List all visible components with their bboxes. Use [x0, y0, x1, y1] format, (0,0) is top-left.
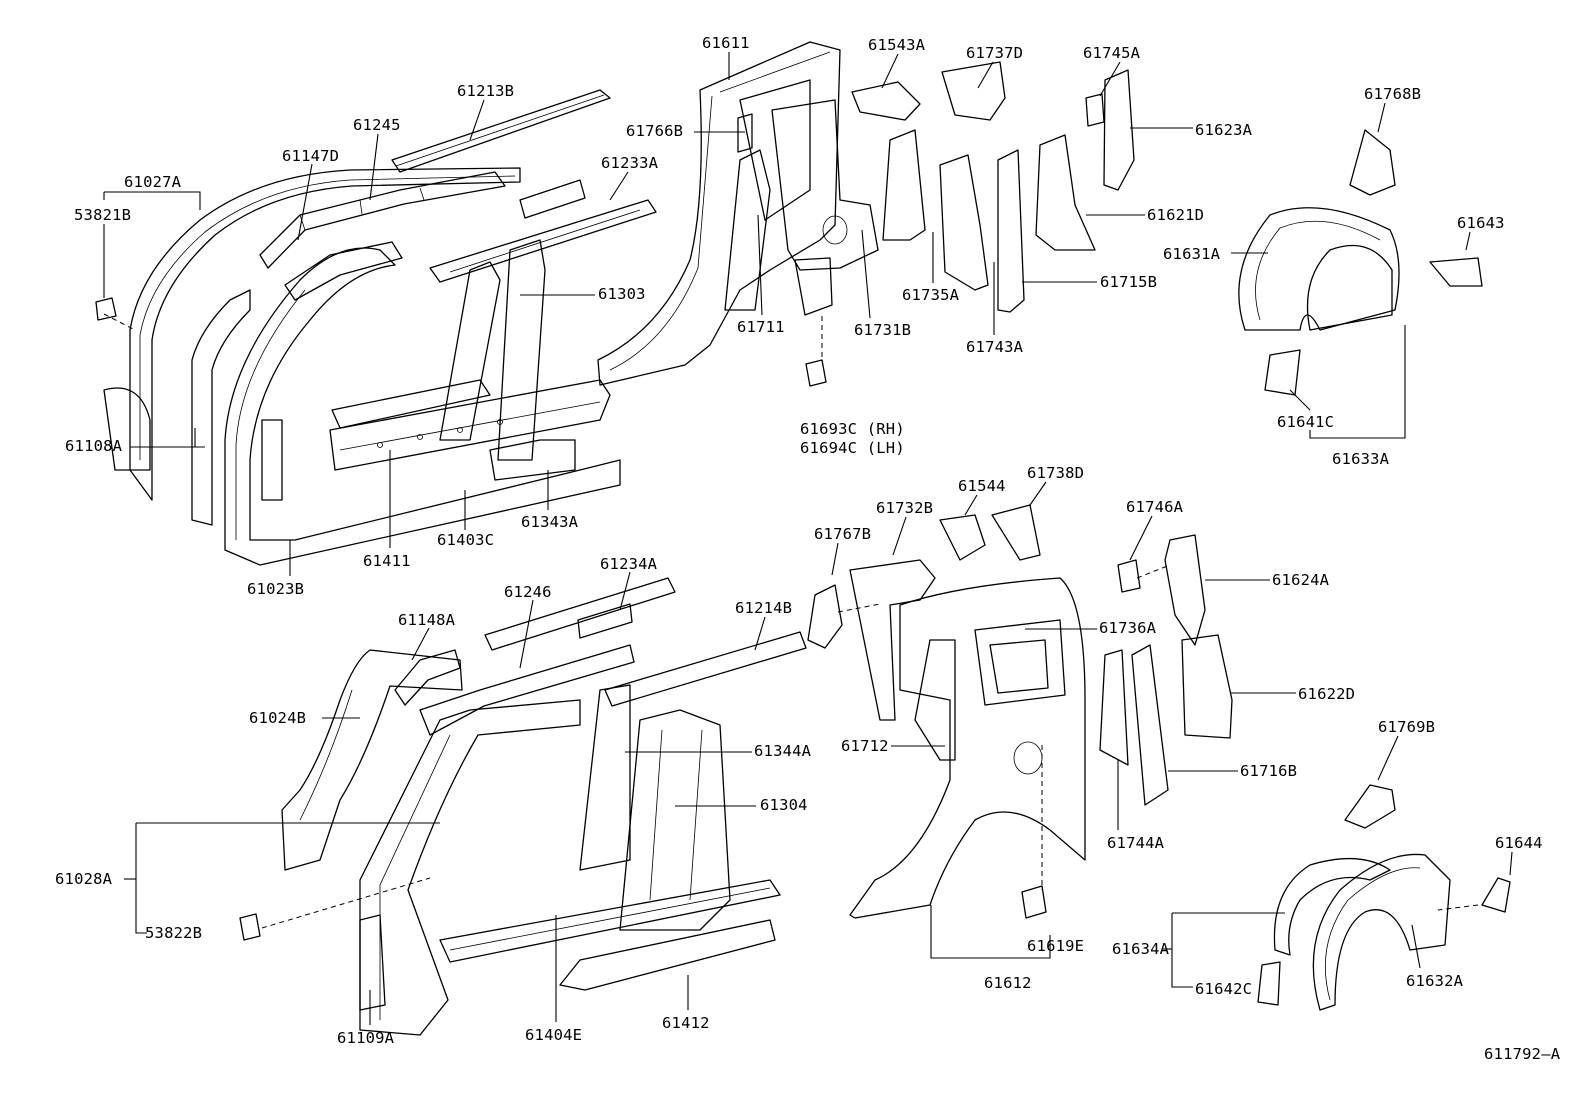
- part-label-p61147d: 61147D: [282, 147, 340, 165]
- part-label-p53822b: 53822B: [145, 924, 203, 942]
- part-label-p61024b: 61024B: [249, 709, 307, 727]
- part-label-p61109a: 61109A: [337, 1029, 395, 1047]
- part-label-p61246: 61246: [504, 583, 552, 601]
- part-label-p61711: 61711: [737, 318, 785, 336]
- part-label-p61543a: 61543A: [868, 36, 926, 54]
- part-label-p61612: 61612: [984, 974, 1032, 992]
- rear-wheel-house-lower: [1117, 534, 1511, 1011]
- leader-lines: [103, 52, 1513, 1025]
- part-label-p61621d: 61621D: [1147, 206, 1205, 224]
- part-label-p61694c: 61694C (LH): [800, 439, 905, 457]
- part-label-p61633a: 61633A: [1332, 450, 1390, 468]
- part-label-p61732b: 61732B: [876, 499, 934, 517]
- part-label-p61148a: 61148A: [398, 611, 456, 629]
- part-label-p61744a: 61744A: [1107, 834, 1165, 852]
- part-label-p61716b: 61716B: [1240, 762, 1298, 780]
- part-label-p61303: 61303: [598, 285, 646, 303]
- part-label-p61343a: 61343A: [521, 513, 579, 531]
- quarter-panel-outer: [807, 504, 1169, 919]
- part-label-p61738d: 61738D: [1027, 464, 1085, 482]
- part-label-p61028a: 61028A: [55, 870, 113, 888]
- part-label-p61344a: 61344A: [754, 742, 812, 760]
- part-label-p61712: 61712: [841, 737, 889, 755]
- part-label-p61631a: 61631A: [1163, 245, 1221, 263]
- part-label-p61624a: 61624A: [1272, 571, 1330, 589]
- part-label-p61023b: 61023B: [247, 580, 305, 598]
- part-label-p61233a: 61233A: [601, 154, 659, 172]
- front-side-frame-upper: [95, 89, 657, 566]
- part-label-p61544: 61544: [958, 477, 1006, 495]
- part-label-p61234a: 61234A: [600, 555, 658, 573]
- part-label-p61214b: 61214B: [735, 599, 793, 617]
- part-label-p61746a: 61746A: [1126, 498, 1184, 516]
- part-label-p61027a: 61027A: [124, 173, 182, 191]
- part-label-p61767b: 61767B: [814, 525, 872, 543]
- part-label-p61743a: 61743A: [966, 338, 1024, 356]
- part-label-p61769b: 61769B: [1378, 718, 1436, 736]
- part-label-p61622d: 61622D: [1298, 685, 1356, 703]
- part-label-p61644: 61644: [1495, 834, 1543, 852]
- part-label-p61736a: 61736A: [1099, 619, 1157, 637]
- part-label-p611792a: 611792–A: [1484, 1045, 1561, 1063]
- part-label-p61108a: 61108A: [65, 437, 123, 455]
- part-label-p61641c: 61641C: [1277, 413, 1335, 431]
- quarter-pillar-group: [597, 41, 1135, 387]
- part-label-p61213b: 61213B: [457, 82, 515, 100]
- part-label-p61619e: 61619E: [1027, 937, 1085, 955]
- part-label-p61766b: 61766B: [626, 122, 684, 140]
- part-label-p61403c: 61403C: [437, 531, 495, 549]
- part-label-p61735a: 61735A: [902, 286, 960, 304]
- part-label-p61634a: 61634A: [1112, 940, 1170, 958]
- part-label-p61693c: 61693C (RH): [800, 420, 905, 438]
- part-label-p61611: 61611: [702, 34, 750, 52]
- front-side-frame-lower: [239, 577, 807, 1036]
- part-label-p61737d: 61737D: [966, 44, 1024, 62]
- part-label-p61745a: 61745A: [1083, 44, 1141, 62]
- part-label-p61643: 61643: [1457, 214, 1505, 232]
- part-label-p61768b: 61768B: [1364, 85, 1422, 103]
- part-label-p61304: 61304: [760, 796, 808, 814]
- part-label-p61715b: 61715B: [1100, 273, 1158, 291]
- part-label-p61731b: 61731B: [854, 321, 912, 339]
- part-label-p61642c: 61642C: [1195, 980, 1253, 998]
- part-label-p61245: 61245: [353, 116, 401, 134]
- part-label-p61412: 61412: [662, 1014, 710, 1032]
- part-label-p53821b: 53821B: [74, 206, 132, 224]
- part-label-p61623a: 61623A: [1195, 121, 1253, 139]
- part-label-p61411: 61411: [363, 552, 411, 570]
- rear-wheel-house-upper: [1238, 129, 1483, 396]
- part-label-p61632a: 61632A: [1406, 972, 1464, 990]
- part-label-p61404e: 61404E: [525, 1026, 583, 1044]
